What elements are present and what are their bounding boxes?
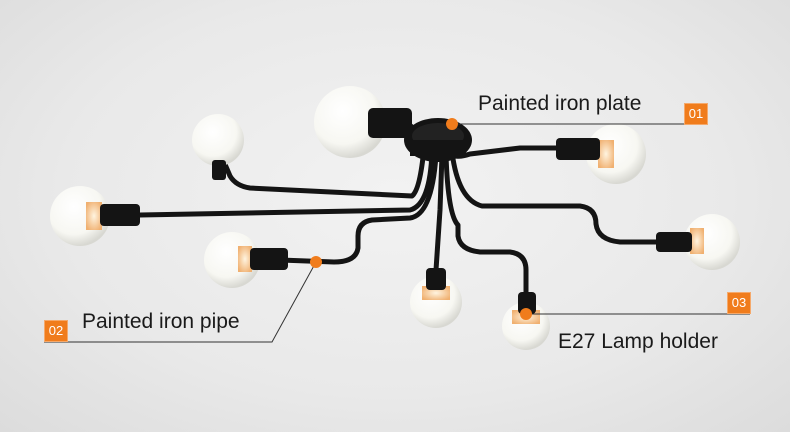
bulb-top bbox=[314, 86, 412, 158]
leader-line-02 bbox=[44, 261, 317, 343]
bulb-upper-right bbox=[556, 124, 646, 184]
marker-dot-01 bbox=[446, 118, 458, 130]
bulb-upper-left bbox=[192, 114, 244, 180]
arm-lower-right bbox=[443, 152, 529, 301]
callout-number-03: 03 bbox=[727, 292, 751, 314]
arm-left bbox=[137, 149, 435, 218]
marker-dot-03 bbox=[520, 308, 532, 320]
arm-lower-left bbox=[277, 152, 439, 265]
bulb-right bbox=[656, 214, 740, 270]
callout-label-01: Painted iron plate bbox=[478, 92, 642, 115]
arm-center bbox=[433, 152, 445, 273]
bulb-lower-right bbox=[502, 292, 550, 350]
callout-number-02: 02 bbox=[44, 320, 68, 342]
bulb-lower-left bbox=[204, 232, 288, 288]
canopy-plate bbox=[404, 118, 472, 162]
bulb-center bbox=[410, 268, 462, 328]
callout-label-02: Painted iron pipe bbox=[82, 310, 240, 333]
marker-dot-02 bbox=[310, 256, 322, 268]
callout-number-01: 01 bbox=[684, 103, 708, 125]
callout-label-03: E27 Lamp holder bbox=[558, 330, 718, 353]
bulb-left bbox=[50, 186, 140, 246]
arm-right bbox=[449, 149, 667, 245]
arm-upper-left bbox=[221, 145, 427, 199]
